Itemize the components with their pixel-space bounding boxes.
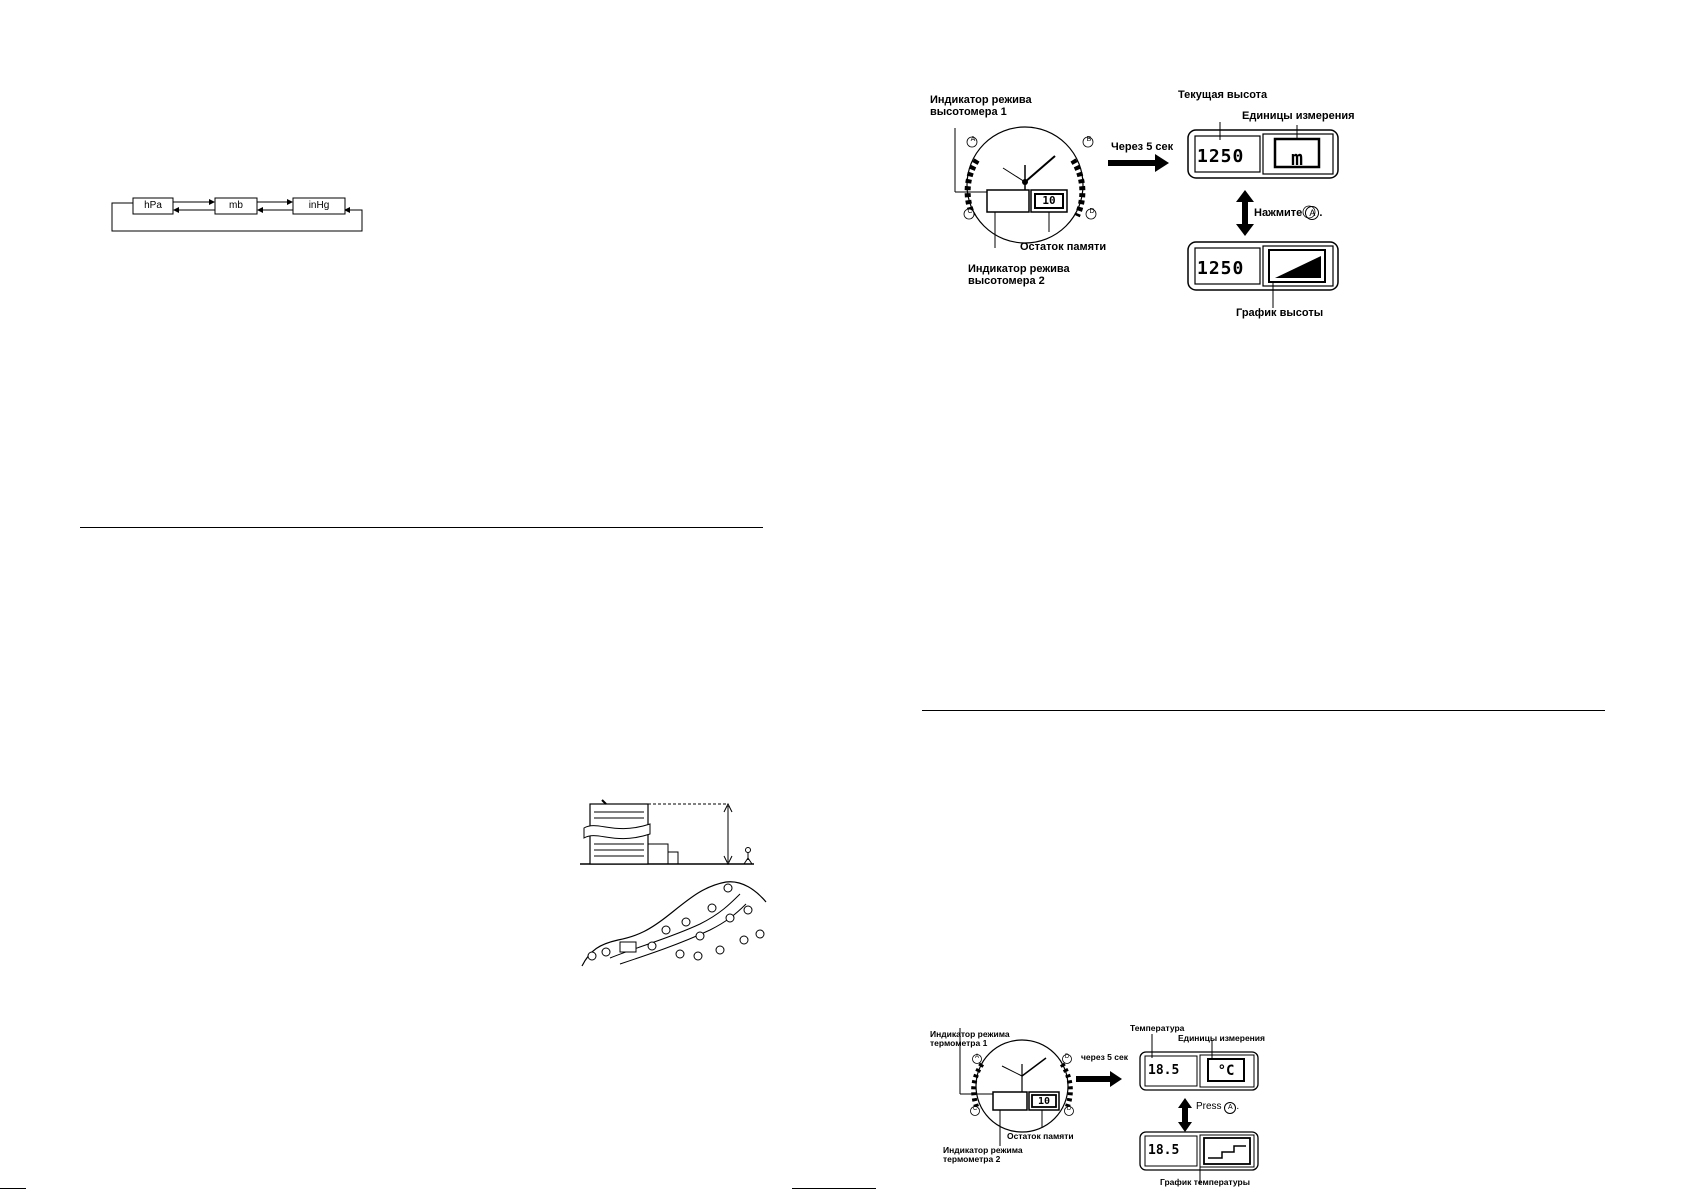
label-press-a-thermo: Press A. bbox=[1196, 1101, 1240, 1114]
thermo-button-c-label: C bbox=[972, 1106, 978, 1112]
section-divider-right bbox=[922, 710, 1605, 711]
button-a-icon: A bbox=[1305, 206, 1320, 220]
label-altimeter-mode-indicator-2: Индикатор режива высотомера 2 bbox=[968, 263, 1070, 287]
label-units: Единицы измерения bbox=[1242, 110, 1355, 122]
button-c-label: C bbox=[967, 208, 973, 215]
label-current-altitude: Текущая высота bbox=[1178, 89, 1268, 101]
button-b-label: B bbox=[1086, 136, 1092, 143]
building-height-illustration bbox=[580, 799, 754, 866]
label-memory-remaining: Остаток памяти bbox=[1020, 241, 1107, 253]
button-a-label: A bbox=[970, 136, 976, 143]
label-after-5-sec-thermo: через 5 сек bbox=[1081, 1052, 1128, 1062]
thermometer-current-value: 18.5 bbox=[1148, 1063, 1180, 1078]
label-temperature: Температура bbox=[1130, 1023, 1185, 1033]
altimeter-graph-value: 1250 bbox=[1197, 258, 1245, 279]
thermometer-graph-value: 18.5 bbox=[1148, 1143, 1180, 1158]
label-after-5-sec: Через 5 сек bbox=[1111, 141, 1174, 153]
button-d-label: D bbox=[1089, 208, 1095, 215]
altimeter-memory-display: 10 bbox=[1042, 194, 1056, 207]
label-units-thermo: Единицы измерения bbox=[1178, 1033, 1265, 1043]
footer-rule-left bbox=[0, 1188, 26, 1189]
label-altimeter-mode-indicator-1: Индикатор режива высотомера 1 bbox=[930, 94, 1032, 118]
unit-inhg: inHg bbox=[308, 200, 330, 211]
label-thermometer-mode-indicator-1: Индикатор режима термометра 1 bbox=[930, 1029, 1010, 1048]
altimeter-unit-display: m bbox=[1290, 146, 1304, 170]
label-memory-remaining-thermo: Остаток памяти bbox=[1007, 1131, 1074, 1141]
label-temperature-graph: График температуры bbox=[1160, 1177, 1250, 1187]
thermo-button-a-label: A bbox=[974, 1054, 979, 1060]
thermo-button-d-label: D bbox=[1066, 1106, 1072, 1112]
altimeter-figure bbox=[954, 122, 1339, 308]
unit-mb: mb bbox=[229, 200, 243, 211]
unit-hpa: hPa bbox=[144, 200, 162, 211]
hills-terrain-illustration bbox=[581, 881, 767, 967]
button-a-icon-thermo: A bbox=[1224, 1102, 1237, 1114]
label-press-a: Нажмите A. bbox=[1254, 206, 1323, 220]
units-cycle-diagram bbox=[111, 197, 363, 232]
label-altitude-graph: График высоты bbox=[1236, 307, 1324, 319]
thermometer-unit-display: °C bbox=[1217, 1063, 1235, 1079]
label-thermometer-mode-indicator-2: Индикатор режима термометра 2 bbox=[943, 1145, 1023, 1164]
thermo-button-d-top-label: D bbox=[1064, 1054, 1070, 1060]
thermometer-figure bbox=[959, 1028, 1259, 1184]
footer-rule-center bbox=[792, 1188, 876, 1189]
thermometer-memory-display: 10 bbox=[1037, 1096, 1051, 1107]
section-divider-left bbox=[80, 527, 763, 528]
altimeter-current-value: 1250 bbox=[1197, 146, 1245, 167]
